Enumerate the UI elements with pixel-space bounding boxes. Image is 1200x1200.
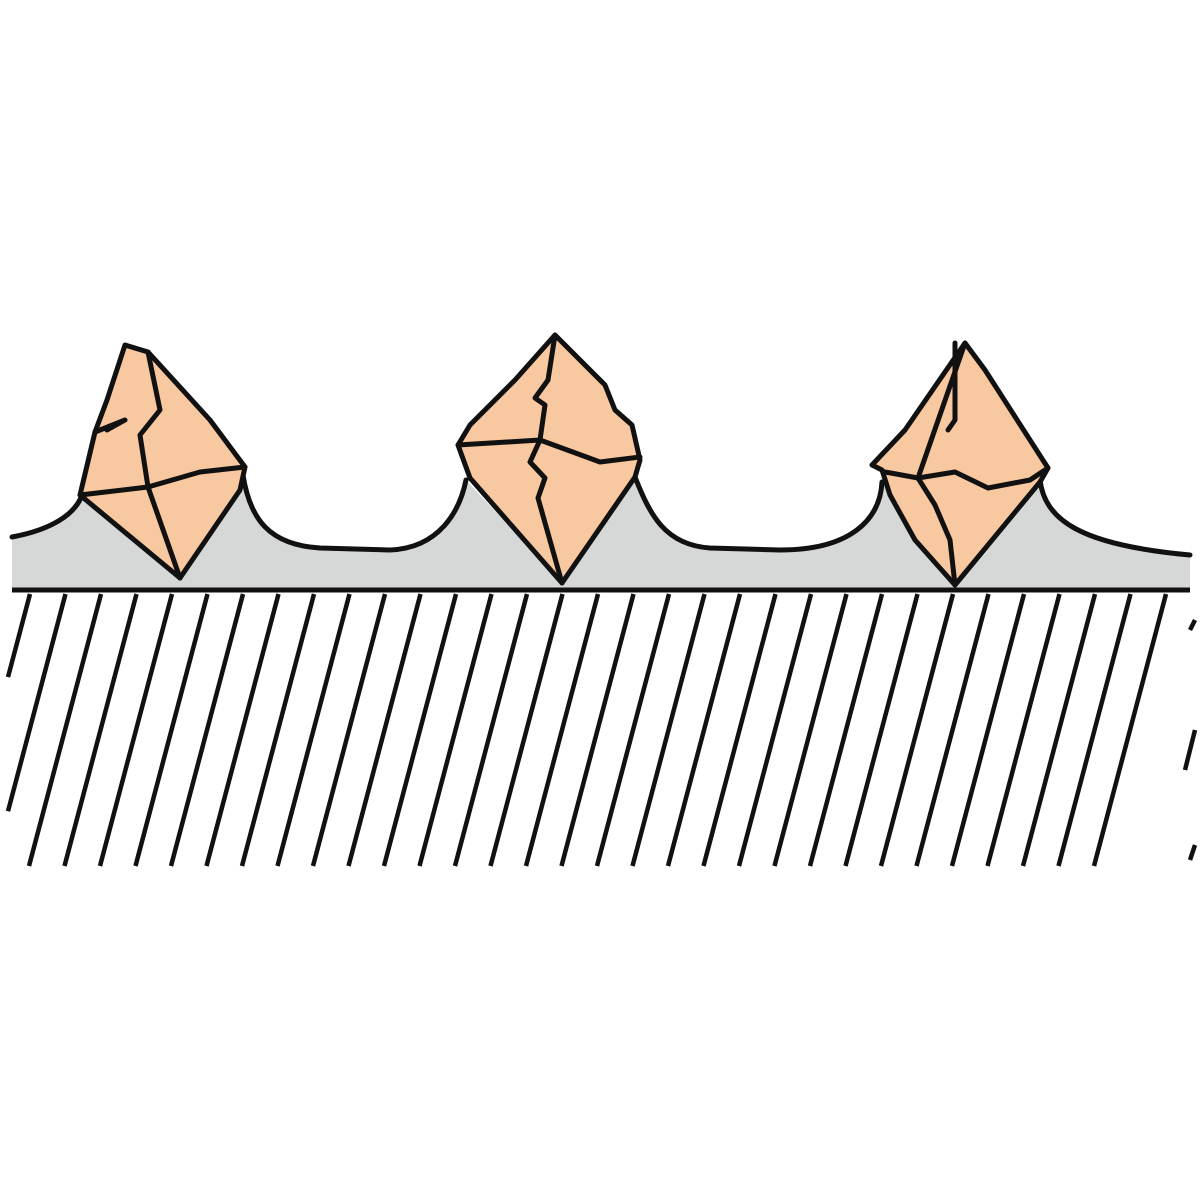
grain-body — [77, 342, 248, 581]
bond-top-outline — [9, 492, 85, 540]
grain-crack — [945, 340, 958, 433]
grain-crack — [527, 332, 565, 586]
hatch-line — [807, 593, 885, 867]
hatch-line — [133, 593, 210, 867]
hatch-line — [1187, 844, 1198, 861]
hatch-line — [594, 593, 672, 867]
hatch-line — [168, 593, 246, 867]
grain-crack — [137, 349, 163, 490]
hatch-line — [310, 593, 388, 867]
grain-crack — [92, 417, 128, 435]
grain-body — [455, 332, 643, 586]
hatch-line — [878, 593, 956, 867]
hatch-line — [346, 593, 423, 867]
hatch-line — [239, 593, 317, 867]
grain-crack — [455, 437, 643, 465]
grain-crack — [882, 465, 1051, 491]
hatch-line — [1056, 593, 1133, 867]
abrasive-grain-2 — [455, 332, 643, 586]
hatch-line — [275, 593, 352, 867]
bond-top-outline — [632, 474, 885, 553]
hatch-line — [5, 593, 33, 678]
hatch-line — [1187, 618, 1198, 632]
hatch-line — [97, 593, 175, 867]
hatch-line — [843, 593, 920, 867]
hatch-line — [701, 593, 778, 867]
hatch-line — [62, 593, 139, 867]
abrasive-grain-1 — [77, 342, 248, 581]
hatch-line — [559, 593, 636, 867]
hatch-line — [204, 593, 281, 867]
hatch-line — [949, 593, 1027, 867]
abrasive-grain-3 — [869, 340, 1051, 588]
hatch-line — [1182, 729, 1198, 771]
hatch-line — [5, 593, 68, 812]
grain-crack — [915, 475, 958, 588]
hatch-line — [452, 593, 530, 867]
hatch-line — [630, 593, 707, 867]
hatch-line — [1020, 593, 1098, 867]
hatch-line — [772, 593, 849, 867]
hatch-line — [26, 593, 104, 867]
grain-crack — [145, 464, 248, 490]
hatch-line — [1091, 593, 1169, 867]
hatch-line — [985, 593, 1062, 867]
grain-body — [869, 340, 1051, 588]
bond-top-outline — [240, 472, 469, 553]
hatch-line — [523, 593, 601, 867]
hatch-line — [736, 593, 814, 867]
bond-top-outline — [1037, 477, 1193, 558]
substrate-hatching — [5, 593, 1198, 867]
hatch-line — [417, 593, 494, 867]
hatch-line — [914, 593, 991, 867]
hatch-line — [488, 593, 565, 867]
hatch-line — [381, 593, 459, 867]
hatch-line — [665, 593, 743, 867]
